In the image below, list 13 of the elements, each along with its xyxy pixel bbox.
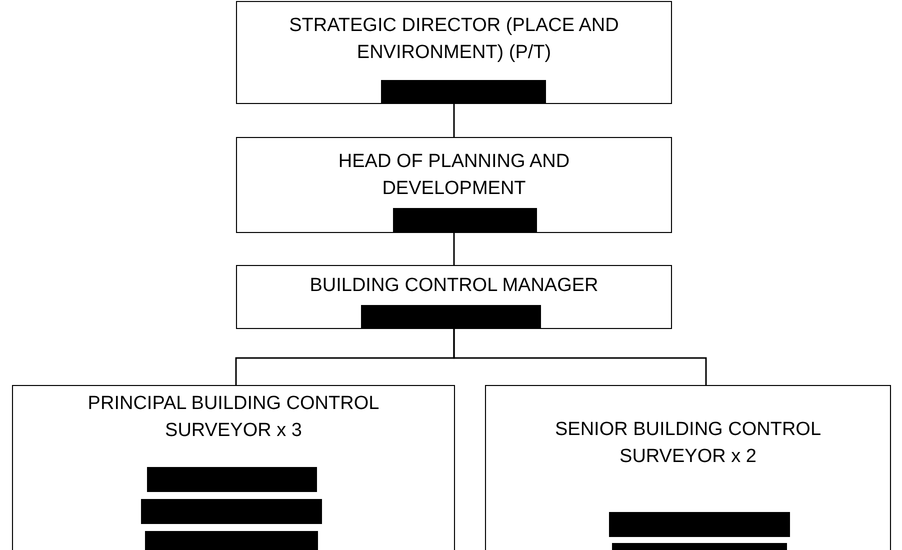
role-title: STRATEGIC DIRECTOR (PLACE AND ENVIRONMENT) (P/T)	[288, 14, 620, 65]
role-box	[236, 1, 672, 104]
role-box	[236, 137, 672, 233]
role-title: HEAD OF PLANNING AND DEVELOPMENT	[337, 150, 571, 201]
role-title: SENIOR BUILDING CONTROL SURVEYOR x 2	[554, 418, 822, 469]
connector-line	[453, 233, 455, 265]
connector-line	[453, 104, 455, 137]
connector-line	[453, 329, 707, 385]
role-box	[485, 385, 891, 550]
role-title: BUILDING CONTROL MANAGER	[308, 274, 600, 298]
role-box	[12, 385, 455, 550]
role-title: PRINCIPAL BUILDING CONTROL SURVEYOR x 3	[86, 392, 380, 443]
role-box	[236, 265, 672, 329]
